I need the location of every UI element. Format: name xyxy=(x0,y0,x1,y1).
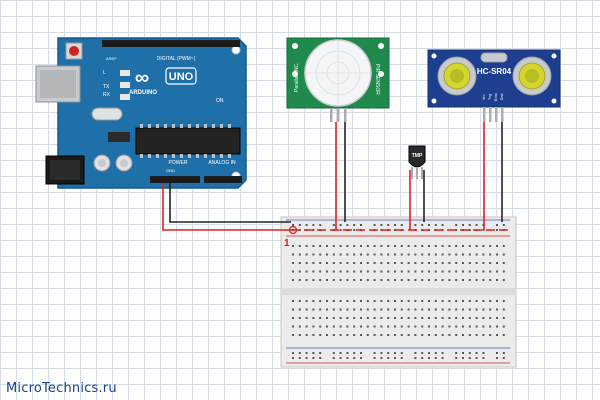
watermark: MicroTechnics.ru xyxy=(6,381,117,396)
power-label: POWER xyxy=(169,160,188,166)
arduino-uno-board: DIGITAL (PWM~) ∞ ARDUINO UNO TX RX L ON … xyxy=(35,37,247,189)
aref-label: AREF xyxy=(106,56,117,61)
digital-pin-header xyxy=(102,40,240,47)
tmp-label: TMP xyxy=(412,153,423,159)
tx-label: TX xyxy=(103,84,110,90)
arduino-brand: ARDUINO xyxy=(129,90,157,96)
infinity-logo-icon: ∞ xyxy=(135,67,149,89)
ultrasonic-pin-label: Vcc xyxy=(482,94,486,100)
crystal-oscillator xyxy=(91,107,123,121)
rail-marker: 1 xyxy=(284,238,290,249)
pir-side-label-left: Parallax INC. xyxy=(294,63,300,92)
ultrasonic-pin-label: Gnd xyxy=(500,94,504,101)
breadboard-channel xyxy=(281,288,516,295)
pir-motion-sensor: Parallax INC. PIR SENSOR xyxy=(286,37,390,122)
l-label: L xyxy=(103,70,106,76)
ultrasonic-label: HC-SR04 xyxy=(477,67,512,76)
breadboard: 1 xyxy=(280,216,517,368)
atmega-chip xyxy=(135,127,241,155)
gnd-label: GND xyxy=(166,168,175,173)
on-label: ON xyxy=(216,98,224,104)
breadboard-holes xyxy=(292,224,505,359)
rx-label: RX xyxy=(103,92,111,98)
wire-5v-arduino xyxy=(162,183,291,231)
temperature-sensor: TMP xyxy=(408,145,426,179)
ultrasonic-pin-label: Echo xyxy=(494,93,498,101)
wire-ground-arduino xyxy=(169,183,291,223)
power-pin-header xyxy=(150,176,200,183)
board-name: UNO xyxy=(169,71,194,83)
tmp-body xyxy=(408,145,426,168)
ultrasonic-sensor: HC-SR04 Vcc Trig Echo Gnd xyxy=(427,49,561,122)
analog-pin-header xyxy=(204,176,242,183)
wires xyxy=(162,122,508,231)
pir-side-label-right: PIR SENSOR xyxy=(374,64,380,95)
digital-label: DIGITAL (PWM~) xyxy=(157,56,196,62)
ultrasonic-pin-label: Trig xyxy=(488,94,492,100)
analog-label: ANALOG IN xyxy=(208,160,236,166)
